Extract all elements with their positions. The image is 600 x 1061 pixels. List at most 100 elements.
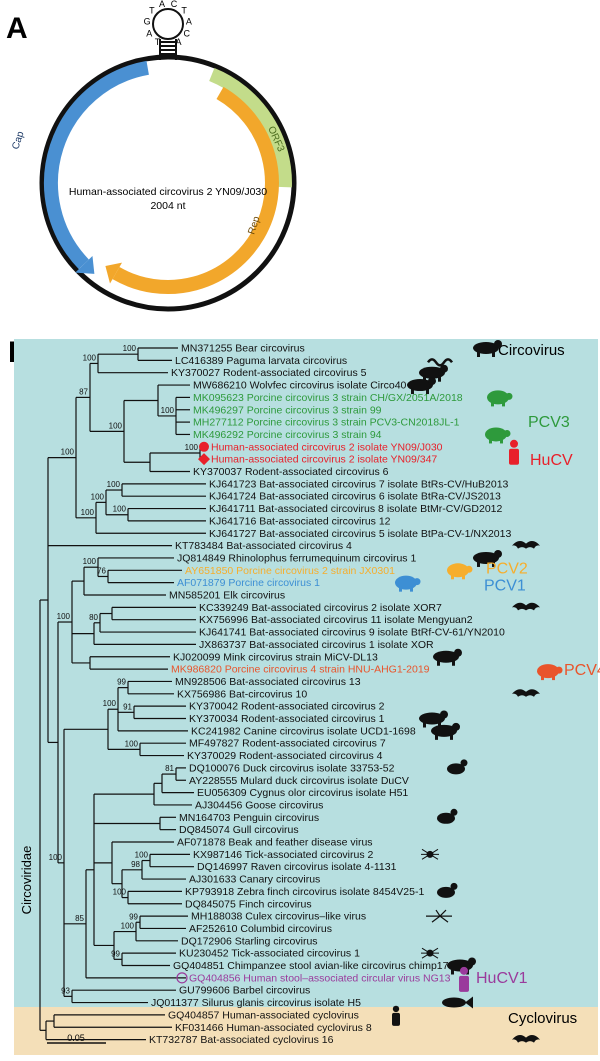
taxon-label: MW686210 Wolvfec circovirus isolate Circ…: [193, 380, 407, 392]
taxon-label: MN164703 Penguin circovirus: [179, 812, 319, 824]
bootstrap-value: 100: [123, 344, 137, 353]
cap-arrowhead: [75, 255, 95, 274]
bootstrap-value: 85: [75, 914, 84, 923]
taxon-label: Human-associated circovirus 2 isolate YN…: [211, 441, 443, 453]
genus-circovirus-label: Circovirus: [498, 342, 565, 359]
taxon-label: KX987146 Tick-associated circovirus 2: [193, 849, 373, 861]
taxon-label: MK986820 Porcine circovirus 4 strain HNU…: [171, 664, 430, 676]
taxon-label: MK496297 Porcine circovirus 3 strain 99: [193, 404, 382, 416]
bear-icon: [473, 340, 502, 357]
bat-icon: [512, 602, 540, 611]
host-icons: [176, 340, 563, 1043]
bootstrap-value: 100: [135, 851, 149, 860]
taxon-label: MN585201 Elk circovirus: [169, 590, 285, 602]
taxon-label: MF497827 Rodent-associated circovirus 7: [189, 738, 386, 750]
bootstrap-value: 100: [81, 508, 95, 517]
bootstrap-value: 100: [161, 406, 175, 415]
bootstrap-value: 98: [131, 860, 140, 869]
tree-branches: [39, 347, 208, 1041]
stem-loop-letter: A: [175, 37, 181, 47]
stem-loop-letter: T: [181, 6, 187, 16]
taxon-label: KJ641723 Bat-associated circovirus 7 iso…: [209, 478, 509, 490]
group-label-hucv: HuCV: [530, 452, 573, 469]
taxon-label: KY370027 Rodent-associated circovirus 5: [171, 367, 367, 379]
bootstrap-value: 100: [125, 739, 139, 748]
orf3-arc: [209, 68, 292, 188]
taxon-label: KC339249 Bat-associated circovirus 2 iso…: [199, 602, 442, 614]
taxon-label: MK095623 Porcine circovirus 3 strain CH/…: [193, 392, 463, 404]
rep-orf-arc: [112, 86, 280, 294]
wolf-icon: [407, 377, 436, 395]
rodent-icon: [419, 710, 448, 728]
group-label-pcv4: PCV4: [564, 662, 600, 679]
bootstrap-value: 100: [83, 353, 97, 362]
pig-icon: [537, 664, 563, 681]
hucv1-circle-marker: [176, 972, 188, 984]
taxon-label: KT732787 Bat-associated cyclovirus 16: [149, 1034, 334, 1046]
fish-icon: [442, 996, 473, 1009]
family-label: Circoviridae: [19, 846, 34, 915]
dog-icon: [431, 722, 460, 740]
stem-loop-letter: A: [186, 17, 192, 27]
human-icon: [509, 439, 519, 465]
bat-icon: [512, 541, 540, 549]
circovirus-background: [14, 339, 598, 1007]
taxon-label: MN928506 Bat-associated circovirus 13: [175, 676, 361, 688]
taxon-label: DQ845075 Finch circovirus: [185, 898, 312, 910]
human-icon: [459, 966, 469, 992]
bat-icon: [512, 689, 540, 697]
taxon-label: AY651850 Porcine circovirus 2 strain JX0…: [185, 565, 395, 577]
genus-cyclovirus-label: Cyclovirus: [508, 1010, 577, 1027]
mosquito-icon: [426, 909, 452, 923]
bootstrap-value: 100: [121, 922, 135, 931]
taxon-label: GQ404851 Chimpanzee stool avian-like cir…: [173, 960, 449, 972]
taxon-label: JX863737 Bat-associated circovirus 1 iso…: [199, 639, 434, 651]
stem-loop-letter: A: [146, 28, 152, 38]
taxon-label: KJ641727 Bat-associated circovirus 5 iso…: [209, 528, 511, 540]
panel-a-letter: A: [6, 12, 28, 45]
taxon-label: GQ404857 Human-associated cyclovirus: [168, 1009, 359, 1021]
taxon-label: MH277112 Porcine circovirus 3 strain PCV…: [193, 417, 460, 429]
taxon-label: GQ404856 Human stool–associated circular…: [189, 972, 451, 984]
taxon-label: MH188038 Culex circovirus–like virus: [191, 911, 366, 923]
taxon-label: KJ641716 Bat-associated circovirus 12: [209, 515, 391, 527]
taxon-label: KY370029 Rodent-associated circovirus 4: [187, 750, 383, 762]
cap-orf-arc: [43, 60, 149, 270]
bird-icon: [437, 808, 458, 824]
genome-name: Human-associated circovirus 2 YN09/J030: [69, 186, 267, 198]
taxon-label: KJ641741 Bat-associated circovirus 9 iso…: [199, 627, 505, 639]
cap-label: Cap: [10, 130, 26, 151]
pig-icon: [487, 390, 513, 407]
taxon-label: AF071879 Porcine circovirus 1: [177, 577, 320, 589]
taxon-label: KJ641711 Bat-associated circovirus 8 iso…: [209, 503, 503, 515]
bootstrap-value: 99: [117, 678, 126, 687]
pig-icon: [485, 427, 511, 444]
taxon-label: DQ845074 Gull circovirus: [179, 824, 299, 836]
taxon-label: KJ020099 Mink circovirus strain MiCV-DL1…: [173, 651, 378, 663]
bootstrap-value: 87: [79, 387, 88, 396]
taxon-label: AF252610 Columbid circovirus: [189, 923, 332, 935]
snake-icon: [426, 358, 454, 367]
taxon-label: DQ172906 Starling circovirus: [181, 935, 318, 947]
bootstrap-value: 100: [61, 448, 75, 457]
stem-loop-letter: A: [159, 0, 165, 9]
hucv-diamond-marker: [198, 453, 210, 466]
hucv-circle-marker: [199, 441, 209, 452]
taxon-label: KF031466 Human-associated cyclovirus 8: [175, 1022, 372, 1034]
bootstrap-value: 80: [89, 613, 98, 622]
taxon-label: KU230452 Tick-associated circovirus 1: [179, 948, 360, 960]
pig-icon: [395, 575, 421, 592]
taxon-label: MK496292 Porcine circovirus 3 strain 94: [193, 429, 382, 441]
bootstrap-values: 1001008710010010010010010010010076100801…: [49, 344, 199, 995]
taxon-label: KX756986 Bat-circovirus 10: [177, 688, 307, 700]
taxon-label: KX756996 Bat-associated circovirus 11 is…: [199, 614, 473, 626]
bootstrap-value: 99: [111, 949, 120, 958]
taxon-label: DQ100076 Duck circovirus isolate 33753-5…: [189, 762, 395, 774]
taxon-label: AF071878 Beak and feather disease virus: [177, 837, 373, 849]
bootstrap-value: 100: [113, 888, 127, 897]
stem-loop-letter: C: [184, 28, 191, 38]
rep-arrowhead: [105, 262, 122, 284]
pig-icon: [447, 563, 473, 580]
